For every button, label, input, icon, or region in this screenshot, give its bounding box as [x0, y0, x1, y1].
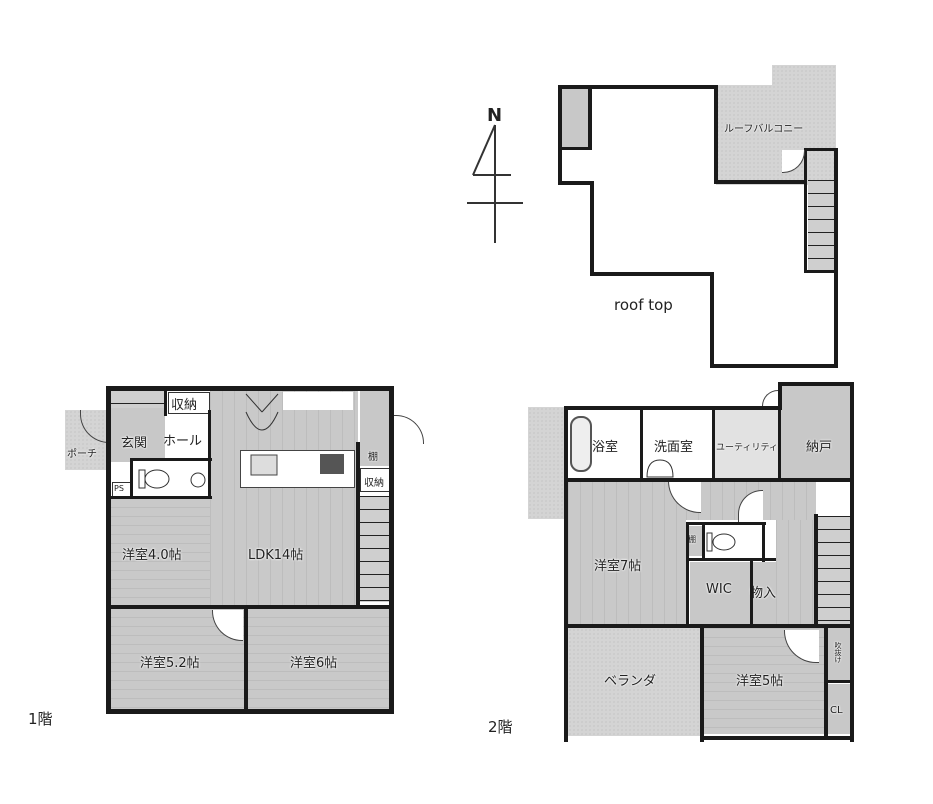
compass-arrow-icon — [467, 124, 523, 243]
storeroom — [752, 562, 776, 626]
roof-plan: ルーフバルコニー roof top — [0, 0, 933, 380]
storage-top-label: 収納 — [171, 398, 198, 413]
wic — [690, 562, 750, 626]
ldk-label: LDK14帖 — [248, 548, 304, 563]
roof-balcony — [716, 85, 836, 185]
nando-door[interactable] — [762, 390, 779, 407]
cl-label: CL — [830, 705, 843, 716]
atrium — [828, 628, 850, 682]
porch-label: ポーチ — [67, 449, 97, 460]
shelf-2f-label: 棚 — [688, 535, 696, 544]
atrium-label: 吹抜け — [834, 642, 842, 663]
toilet-2f-icon — [706, 532, 736, 552]
cl — [828, 684, 850, 734]
shelf-1f-label: 棚 — [368, 452, 378, 463]
western-room-7 — [568, 480, 686, 626]
storage-side — [360, 468, 390, 492]
floor1-plan: ポーチ 玄関 ホール 収納 PS LDK14帖 棚 収納 洋室4.0帖 洋室5.… — [0, 380, 460, 804]
ldk — [210, 390, 358, 608]
entrance-label: 玄関 — [121, 436, 148, 451]
shelf-2f — [686, 526, 702, 556]
fridge-doors-icon — [245, 393, 279, 431]
floor2-plan: 浴室 洗面室 ユーティリティ 納戸 洋室7帖 棚 WIC 物入 ベランダ 洋室5… — [0, 380, 933, 804]
western-room-4-label: 洋室4.0帖 — [122, 548, 182, 563]
ps-label: PS — [114, 484, 124, 493]
bath-label: 浴室 — [592, 440, 619, 455]
ldk-window-counter — [283, 392, 353, 410]
floor1-label: 1階 — [28, 710, 53, 728]
roof-storage — [560, 88, 590, 148]
nando-label: 納戸 — [806, 440, 833, 455]
shelf-1f — [360, 444, 390, 466]
veranda-label: ベランダ — [604, 674, 657, 689]
storage-side-label: 収納 — [364, 478, 384, 489]
western-room-6 — [248, 608, 390, 710]
washroom-label: 洗面室 — [654, 440, 694, 455]
storage-top — [168, 392, 210, 414]
kitchen-sink-icon — [250, 454, 278, 476]
roof-top-label: roof top — [614, 296, 673, 314]
utility-label: ユーティリティ — [716, 443, 778, 453]
stairs-1f — [360, 496, 390, 602]
western-room-7-label: 洋室7帖 — [594, 559, 642, 574]
western-room-6-label: 洋室6帖 — [290, 656, 338, 671]
hall-label: ホール — [163, 434, 203, 449]
toilet-icon — [138, 469, 170, 489]
side-balcony — [528, 407, 564, 519]
stairs-2f — [818, 516, 850, 626]
wash-basin-icon — [646, 459, 674, 478]
western-room-4 — [110, 498, 210, 606]
floor2-label: 2階 — [488, 718, 513, 736]
bathtub-icon — [570, 416, 592, 472]
veranda — [568, 628, 700, 736]
sink-icon — [190, 472, 206, 488]
wic-label: WIC — [706, 582, 732, 597]
compass-label: N — [487, 105, 503, 126]
roof-stairs — [808, 180, 836, 270]
storeroom-label: 物入 — [750, 586, 777, 601]
utility — [714, 410, 778, 478]
western-room-5-label: 洋室5帖 — [736, 674, 784, 689]
roof-balcony-label: ルーフバルコニー — [724, 124, 804, 135]
western-room-52-label: 洋室5.2帖 — [140, 656, 200, 671]
north-compass: N — [465, 105, 525, 245]
nando — [780, 386, 852, 478]
cooktop-icon — [320, 454, 344, 474]
hall — [165, 414, 210, 459]
